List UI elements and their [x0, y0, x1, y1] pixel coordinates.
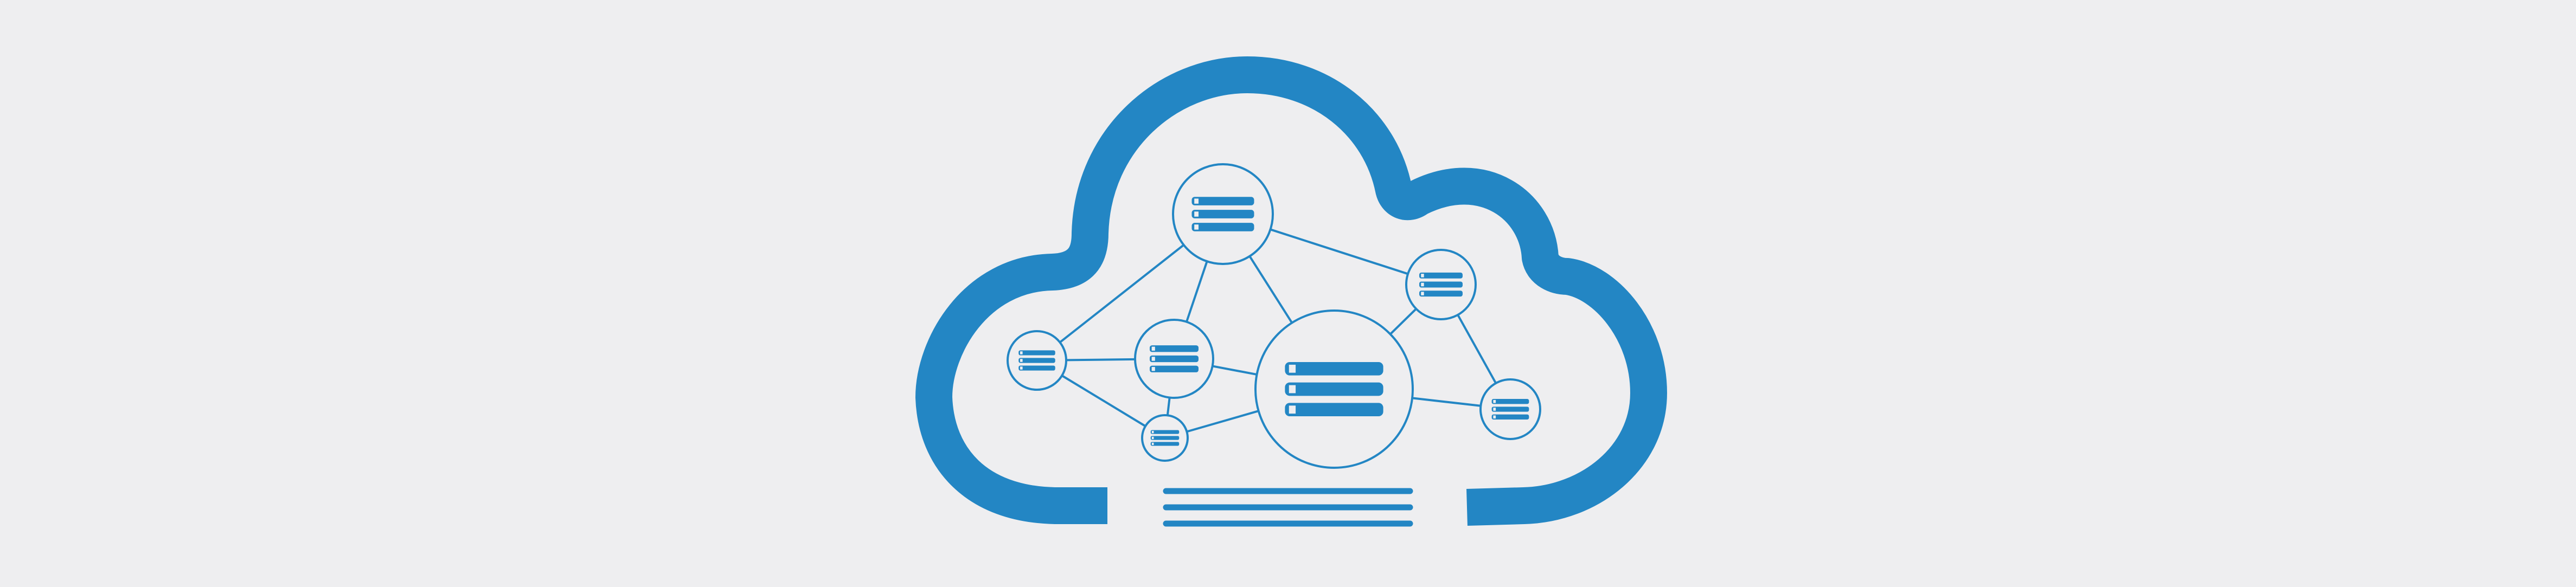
link-left-mid-left — [1066, 358, 1136, 362]
rack-unit — [1285, 382, 1383, 396]
rack-unit — [1419, 272, 1463, 279]
server-stack-icon — [1150, 430, 1180, 446]
rack-unit-light — [1421, 274, 1424, 278]
rack-unit-light — [1194, 224, 1199, 230]
rack-unit-light — [1020, 351, 1023, 354]
rack-unit — [1285, 362, 1383, 376]
rack-unit-light — [1151, 430, 1154, 434]
rack-unit-light — [1151, 346, 1155, 351]
rack-unit — [1018, 350, 1055, 356]
node-ring — [1405, 249, 1477, 320]
server-stack-icon — [1491, 399, 1529, 420]
rack-unit — [1491, 407, 1529, 412]
server-stack-icon — [1285, 362, 1383, 417]
node-ring — [1007, 330, 1067, 391]
rack-unit-light — [1020, 366, 1023, 370]
rack-unit — [1018, 358, 1055, 363]
rack-unit-light — [1151, 436, 1154, 440]
link-mid-left-bottom-left — [1166, 397, 1171, 416]
link-top-left — [1059, 244, 1184, 344]
rack-unit — [1491, 414, 1529, 420]
network-nodes — [1007, 163, 1541, 469]
rack-unit-light — [1493, 399, 1496, 403]
rack-unit — [1419, 291, 1463, 297]
link-top-mid-left — [1186, 261, 1208, 322]
rack-unit — [1150, 442, 1180, 446]
rack-unit-light — [1421, 282, 1424, 287]
rack-unit-light — [1194, 211, 1199, 217]
rack-unit — [1491, 399, 1529, 404]
node-left — [1007, 330, 1067, 391]
rack-unit-light — [1289, 385, 1296, 394]
node-upper-right — [1405, 249, 1477, 320]
node-ring — [1134, 319, 1214, 399]
rack-unit-light — [1421, 292, 1424, 295]
rack-unit-light — [1194, 198, 1199, 204]
rack-unit-light — [1151, 367, 1155, 371]
server-stack-icon — [1419, 272, 1463, 297]
link-mid-left-center — [1212, 365, 1257, 376]
server-stack-icon — [1150, 345, 1199, 372]
link-bottom-left-center — [1186, 410, 1259, 433]
link-center-upper-right — [1389, 308, 1417, 335]
node-right — [1479, 378, 1541, 440]
link-left-bottom-left — [1061, 375, 1146, 427]
node-ring — [1141, 414, 1189, 462]
node-ring — [1172, 163, 1274, 265]
rack-unit — [1150, 345, 1199, 352]
network-links — [1059, 228, 1497, 433]
rack-unit-light — [1151, 357, 1155, 361]
node-center — [1254, 309, 1414, 469]
link-top-center — [1248, 255, 1293, 324]
rack-unit — [1191, 197, 1254, 205]
node-ring — [1254, 309, 1414, 469]
rack-unit-light — [1493, 415, 1496, 419]
rack-unit — [1285, 403, 1383, 417]
rack-unit — [1191, 210, 1254, 218]
rack-unit — [1150, 365, 1199, 372]
rack-unit-light — [1151, 442, 1154, 446]
rack-unit — [1018, 365, 1055, 371]
rack-unit — [1150, 430, 1180, 434]
link-center-right — [1412, 397, 1481, 407]
link-top-upper-right — [1270, 228, 1408, 275]
rack-unit-light — [1289, 405, 1296, 414]
server-stack-icon — [1018, 350, 1055, 371]
node-bottom-left — [1141, 414, 1189, 462]
cloud-outline-icon — [915, 56, 1667, 526]
node-top — [1172, 163, 1274, 265]
footer-text-lines — [1163, 488, 1413, 527]
node-ring — [1479, 378, 1541, 440]
node-mid-left — [1134, 319, 1214, 399]
rack-unit — [1150, 436, 1180, 440]
rack-unit-light — [1289, 364, 1296, 373]
rack-unit-light — [1020, 359, 1023, 362]
rack-unit — [1191, 223, 1254, 231]
rack-unit-light — [1493, 408, 1496, 411]
rack-unit — [1150, 355, 1199, 363]
server-stack-icon — [1191, 197, 1254, 231]
link-upper-right-right — [1457, 314, 1497, 384]
rack-unit — [1419, 281, 1463, 288]
